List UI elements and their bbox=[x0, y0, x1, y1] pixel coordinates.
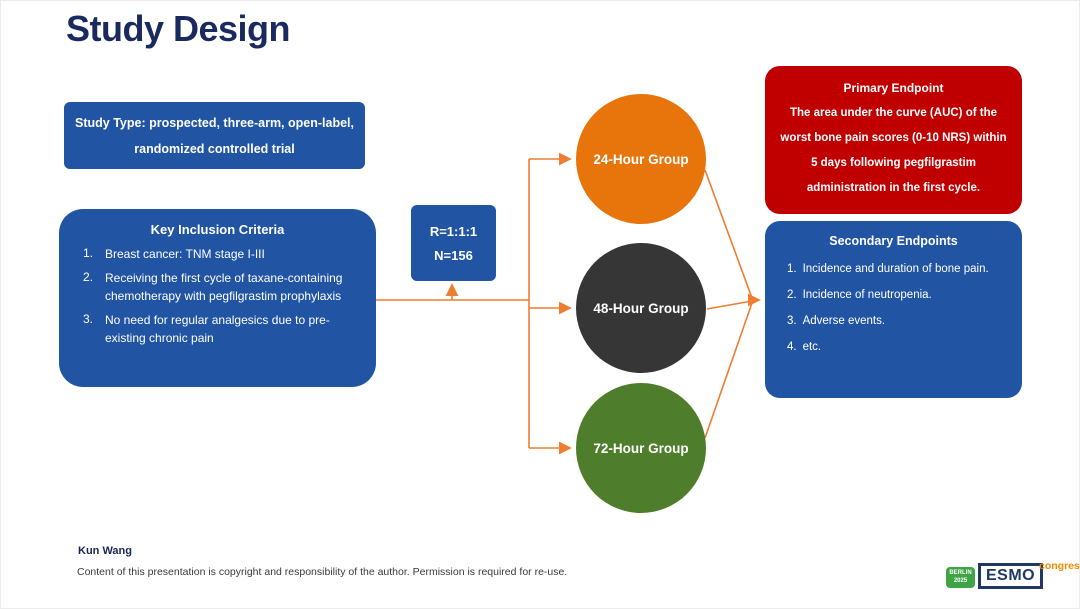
inclusion-criteria-box: Key Inclusion Criteria 1. Breast cancer:… bbox=[59, 209, 376, 387]
copyright-notice: Content of this presentation is copyrigh… bbox=[77, 566, 568, 578]
esmo-congress-logo: BERLIN 2025 ESMO congress bbox=[946, 560, 1080, 593]
primary-endpoint-title: Primary Endpoint bbox=[843, 81, 944, 95]
inclusion-item-3: 3. No need for regular analgesics due to… bbox=[83, 312, 362, 347]
connector-24h-to-endpoints bbox=[704, 169, 753, 299]
secondary-endpoints-box: Secondary Endpoints 1. Incidence and dur… bbox=[765, 221, 1022, 398]
item-number: 1. bbox=[787, 263, 797, 275]
slide-title: Study Design bbox=[66, 8, 291, 49]
study-type-line2: randomized controlled trial bbox=[134, 141, 295, 156]
secondary-item-4: 4. etc. bbox=[787, 341, 1022, 353]
inclusion-criteria-title: Key Inclusion Criteria bbox=[150, 222, 285, 237]
study-type-line1: Study Type: prospected, three-arm, open-… bbox=[75, 115, 354, 130]
item-number: 2. bbox=[83, 270, 94, 285]
group-circle-48h: 48-Hour Group bbox=[576, 243, 706, 373]
randomization-sample-size: N=156 bbox=[434, 247, 473, 263]
primary-endpoint-box: Primary Endpoint The area under the curv… bbox=[765, 66, 1022, 214]
item-number: 1. bbox=[83, 246, 94, 260]
secondary-item-2: 2. Incidence of neutropenia. bbox=[787, 289, 1022, 301]
secondary-item-3: 3. Adverse events. bbox=[787, 315, 1022, 327]
group-label-72h: 72-Hour Group bbox=[593, 440, 689, 456]
item-number: 3. bbox=[787, 315, 797, 327]
berlin-2025-badge: BERLIN 2025 bbox=[946, 567, 975, 588]
item-text: Adverse events. bbox=[802, 315, 886, 327]
inclusion-criteria-list: 1. Breast cancer: TNM stage I-III 2. Rec… bbox=[59, 246, 376, 347]
group-circle-24h: 24-Hour Group bbox=[576, 94, 706, 224]
randomization-box: R=1:1:1 N=156 bbox=[411, 205, 496, 281]
connector-72h-to-endpoints bbox=[704, 302, 753, 439]
item-text: Incidence of neutropenia. bbox=[802, 289, 932, 301]
esmo-wordmark: ESMO bbox=[978, 563, 1044, 589]
badge-city: BERLIN bbox=[949, 569, 972, 576]
inclusion-item-1: 1. Breast cancer: TNM stage I-III bbox=[83, 246, 362, 263]
primary-endpoint-text: The area under the curve (AUC) of the wo… bbox=[780, 107, 1007, 194]
author-name: Kun Wang bbox=[78, 545, 132, 557]
randomization-ratio: R=1:1:1 bbox=[429, 223, 478, 239]
secondary-endpoints-title: Secondary Endpoints bbox=[829, 234, 958, 248]
item-number: 2. bbox=[787, 289, 797, 301]
connector-48h-to-endpoints bbox=[706, 300, 753, 310]
item-text: No need for regular analgesics due to pr… bbox=[105, 313, 330, 345]
item-text: etc. bbox=[802, 341, 822, 353]
group-circle-72h: 72-Hour Group bbox=[576, 383, 706, 513]
item-number: 4. bbox=[787, 341, 797, 353]
group-label-48h: 48-Hour Group bbox=[593, 300, 689, 316]
badge-year: 2025 bbox=[953, 577, 968, 584]
inclusion-item-2: 2. Receiving the first cycle of taxane-c… bbox=[83, 270, 362, 305]
item-number: 3. bbox=[83, 312, 94, 327]
item-text: Receiving the first cycle of taxane-cont… bbox=[105, 271, 343, 303]
study-type-box: Study Type: prospected, three-arm, open-… bbox=[64, 102, 365, 169]
congress-label: congress bbox=[1039, 560, 1080, 572]
item-text: Breast cancer: TNM stage I-III bbox=[105, 247, 265, 261]
secondary-item-1: 1. Incidence and duration of bone pain. bbox=[787, 263, 1022, 275]
secondary-endpoints-list: 1. Incidence and duration of bone pain. … bbox=[765, 263, 1022, 353]
group-label-24h: 24-Hour Group bbox=[593, 151, 689, 167]
item-text: Incidence and duration of bone pain. bbox=[802, 263, 989, 275]
